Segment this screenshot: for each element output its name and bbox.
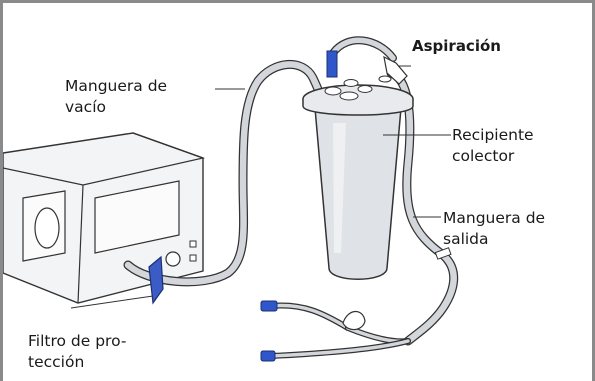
device-display [94,180,180,254]
label-suction: Aspiración [412,37,501,55]
outlet-hose [386,68,459,346]
patient-suction-tubing [260,300,411,362]
protection-filter [148,255,164,305]
device-knob [34,207,60,249]
label-collection-container: Recipiente colector [452,126,534,165]
device-connector [165,251,181,267]
collection-container [302,75,414,280]
label-vacuum-hose: Manguera de vacío [65,77,168,116]
vacuum-hose [123,59,326,287]
diagram-illustration [3,36,459,362]
suction-hose [326,36,408,85]
leader-lines [70,65,451,309]
label-outlet-hose: Manguera de salida [443,209,546,248]
label-protection-filter: Filtro de pro- tección [28,332,127,371]
suction-device [3,132,206,304]
